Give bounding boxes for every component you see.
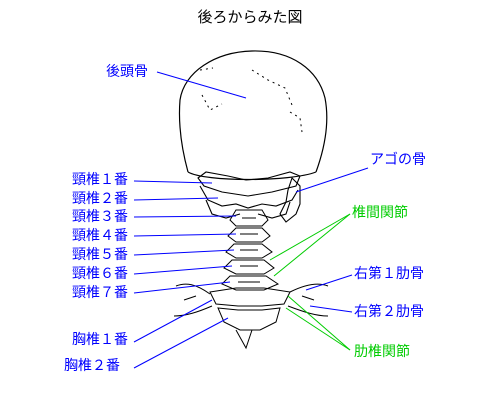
- leader-rib2-right: [309, 305, 353, 313]
- label-c1: 頸椎１番: [72, 172, 128, 188]
- leader-lines: [133, 71, 369, 369]
- label-c5: 頸椎５番: [72, 247, 128, 263]
- leader-occipital: [156, 71, 247, 99]
- leader-t2: [133, 317, 229, 369]
- leader-c6: [133, 265, 233, 275]
- rib-2-left: [173, 305, 213, 317]
- label-jaw: アゴの骨: [370, 152, 426, 168]
- leader-rib1-right: [305, 274, 353, 291]
- rib-1-right: [289, 283, 329, 293]
- ribs: [173, 283, 329, 317]
- skull-base: [187, 171, 317, 181]
- label-t1: 胸椎１番: [72, 332, 128, 348]
- jaw-bone: [279, 176, 301, 223]
- label-c3: 頸椎３番: [72, 209, 128, 225]
- skull-suture: [199, 67, 303, 133]
- thoracic-spine: [183, 287, 315, 350]
- leader-t1: [133, 299, 213, 343]
- rib-2-right: [287, 305, 329, 317]
- label-c2: 頸椎２番: [72, 191, 128, 207]
- leader-facet-1: [269, 213, 351, 261]
- label-rib2-right: 右第２肋骨: [354, 304, 424, 320]
- leader-c7: [133, 281, 231, 294]
- leader-costovertebral-1: [287, 295, 351, 351]
- leader-c4: [133, 233, 237, 237]
- diagram-title: 後ろからみた図: [197, 8, 303, 26]
- cervical-spine: [221, 209, 280, 291]
- label-rib1-right: 右第１肋骨: [354, 266, 424, 282]
- leader-c2: [133, 197, 219, 201]
- label-c6: 頸椎６番: [72, 266, 128, 282]
- leader-c5: [133, 249, 235, 256]
- label-costovertebral-joint: 肋椎関節: [354, 344, 410, 360]
- leader-c1: [133, 180, 213, 184]
- label-occipital: 後頭骨: [106, 64, 148, 80]
- label-c7: 頸椎７番: [72, 285, 128, 301]
- leader-jaw: [295, 167, 369, 193]
- label-c4: 頸椎４番: [72, 228, 128, 244]
- leader-c3: [133, 215, 237, 218]
- label-t2: 胸椎２番: [64, 358, 120, 374]
- joint-leader-lines: [269, 213, 351, 351]
- label-facet-joint: 椎間関節: [352, 205, 408, 221]
- rib-1-left: [175, 283, 211, 295]
- leader-facet-2: [273, 213, 351, 277]
- leader-costovertebral-2: [285, 307, 351, 351]
- skull-outline: [178, 50, 328, 173]
